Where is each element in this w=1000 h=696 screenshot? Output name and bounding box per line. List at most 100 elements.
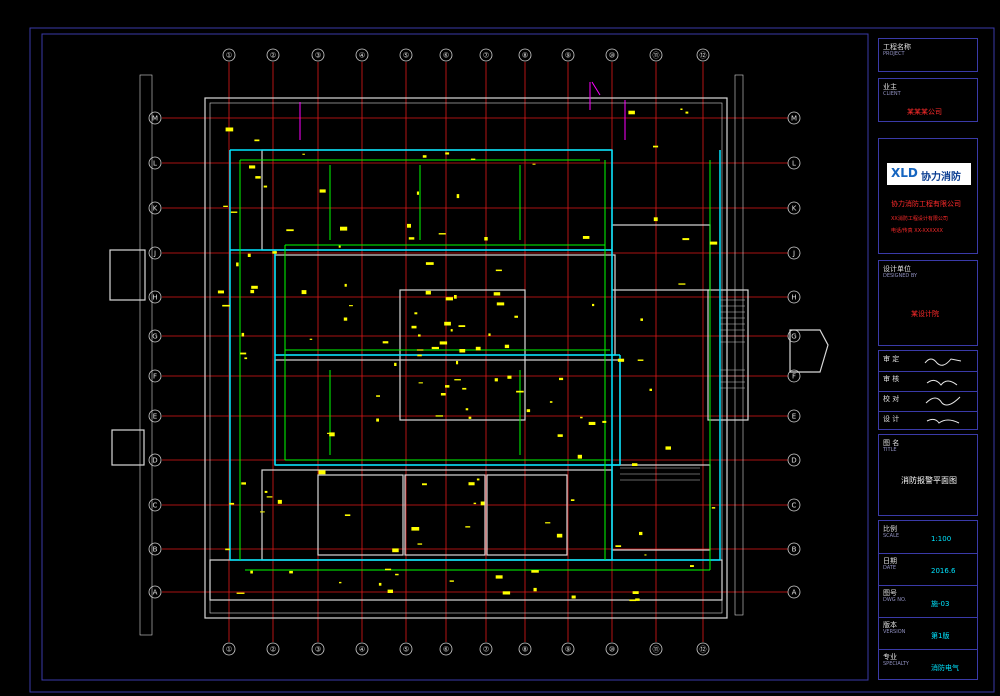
grid-col-top-label: ⑤ [403, 52, 409, 60]
grid-col-top-label: ⑫ [700, 52, 707, 60]
tb-design-sub: DESIGNED BY [883, 273, 918, 279]
grid-row-right-bubble [787, 156, 801, 170]
fire-alarm-devices [217, 108, 718, 602]
grid-col-top-bubble [479, 48, 493, 62]
alarm-device-symbol [465, 526, 471, 528]
alarm-device-symbol [557, 434, 563, 437]
alarm-device-symbol [592, 303, 595, 307]
grid-row-right-bubble [787, 585, 801, 599]
grid-row-right-label: K [792, 205, 797, 213]
alarm-device-symbol [344, 514, 351, 516]
alarm-device-symbol [414, 312, 418, 315]
sig-label: 设 计 [883, 415, 900, 423]
alarm-device-symbol [411, 527, 420, 531]
grid-col-bottom-label: ⑪ [653, 646, 660, 654]
alarm-device-symbol [629, 599, 636, 602]
tb-design-value: 某设计院 [911, 310, 939, 318]
grid-col-top-label: ④ [359, 52, 365, 60]
alarm-device-symbol [468, 482, 475, 486]
grid-col-top-bubble [696, 48, 710, 62]
tb-company-line3: 电话/传真 XX-XXXXXX [891, 228, 943, 234]
alarm-device-symbol [632, 463, 638, 466]
grid-row-right-bubble [787, 201, 801, 215]
info-value: 2016.6 [931, 567, 956, 575]
grid-col-top-bubble [355, 48, 369, 62]
alarm-device-symbol [241, 332, 245, 337]
info-sub: SPECIALTY [883, 661, 909, 667]
alarm-device-symbol [344, 283, 347, 287]
alarm-device-symbol [422, 155, 427, 158]
alarm-device-symbol [329, 432, 335, 437]
alarm-device-symbol [431, 346, 439, 350]
alarm-device-symbol [549, 401, 553, 403]
grid-row-left-label: G [152, 333, 157, 341]
grid-col-bottom-bubble [649, 642, 663, 656]
alarm-device-symbol [444, 321, 451, 326]
grid-row-right-bubble [787, 246, 801, 260]
grid-col-bottom-label: ⑦ [483, 646, 489, 654]
info-sub: DATE [883, 565, 897, 571]
alarm-device-symbol [395, 573, 399, 576]
alarm-device-symbol [264, 490, 268, 493]
alarm-device-symbol [470, 158, 476, 160]
grid-col-bottom-label: ⑩ [609, 646, 615, 654]
grid-col-bottom-bubble [266, 642, 280, 656]
grid-col-top-bubble [311, 48, 325, 62]
alarm-device-symbol [418, 382, 423, 384]
sig-label: 校 对 [883, 395, 900, 403]
alarm-device-symbol [338, 245, 341, 248]
alarm-device-symbol [644, 554, 647, 556]
info-row-3: 版本 VERSION 第1版 [879, 617, 977, 650]
tb-project-sub: PROJECT [883, 51, 905, 57]
sig-row-1: 审 核 [879, 371, 977, 392]
grid-row-right-bubble [787, 542, 801, 556]
info-value: 第1版 [931, 632, 950, 640]
alarm-device-symbol [438, 233, 446, 235]
alarm-device-symbol [640, 318, 643, 321]
alarm-device-symbol [422, 483, 427, 486]
alarm-device-symbol [639, 531, 643, 536]
alarm-device-symbol [263, 185, 268, 188]
alarm-device-symbol [229, 502, 235, 505]
alarm-device-symbol [495, 269, 502, 272]
grid-row-right-label: E [792, 413, 796, 421]
alarm-device-symbol [250, 570, 253, 574]
tb-client-label: 业主 [883, 83, 897, 91]
grid-col-bottom-bubble [439, 642, 453, 656]
grid-row-right-label: M [791, 115, 797, 123]
tb-company-name: 协力消防工程有限公司 [891, 200, 961, 208]
alarm-device-symbol [514, 315, 518, 318]
grid-col-top-bubble [439, 48, 453, 62]
grid-row-right-bubble [787, 409, 801, 423]
alarm-device-symbol [240, 352, 247, 355]
alarm-device-symbol [602, 420, 607, 423]
alarm-device-symbol [649, 388, 652, 391]
tb-title-cell: 图 名 TITLE 消防报警平面图 [878, 434, 978, 516]
grid-col-bottom-bubble [355, 642, 369, 656]
sig-label: 审 定 [883, 355, 900, 363]
grid-row-left-label: D [152, 457, 157, 465]
alarm-device-symbol [445, 152, 450, 155]
grid-col-bottom-label: ⑧ [522, 646, 528, 654]
alarm-device-symbol [709, 241, 718, 245]
grid-col-bottom-bubble [605, 642, 619, 656]
info-row-0: 比例 SCALE 1:100 [879, 521, 977, 554]
tb-client-sub: CLIENT [883, 91, 901, 97]
sig-row-3: 设 计 [879, 411, 977, 431]
tb-title-value: 消防报警平面图 [901, 476, 957, 485]
alarm-device-symbol [225, 548, 230, 551]
alarm-device-symbol [309, 338, 313, 340]
alarm-device-symbol [484, 237, 488, 241]
grid-col-bottom-bubble [696, 642, 710, 656]
tb-title-label: 图 名 [883, 439, 900, 447]
alarm-device-symbol [665, 446, 671, 450]
alarm-device-symbol [494, 378, 498, 382]
grid-col-bottom-bubble [222, 642, 236, 656]
tb-company-cell: XLD 协力消防 协力消防工程有限公司 XX消防工程设计有限公司 电话/传真 X… [878, 138, 978, 254]
alarm-device-symbol [570, 499, 575, 501]
alarm-device-symbol [526, 409, 531, 413]
alarm-device-symbol [394, 362, 397, 366]
tb-info-cell: 比例 SCALE 1:100 日期 DATE 2016.6 图号 DWG NO.… [878, 520, 978, 680]
alarm-device-symbol [319, 189, 326, 193]
